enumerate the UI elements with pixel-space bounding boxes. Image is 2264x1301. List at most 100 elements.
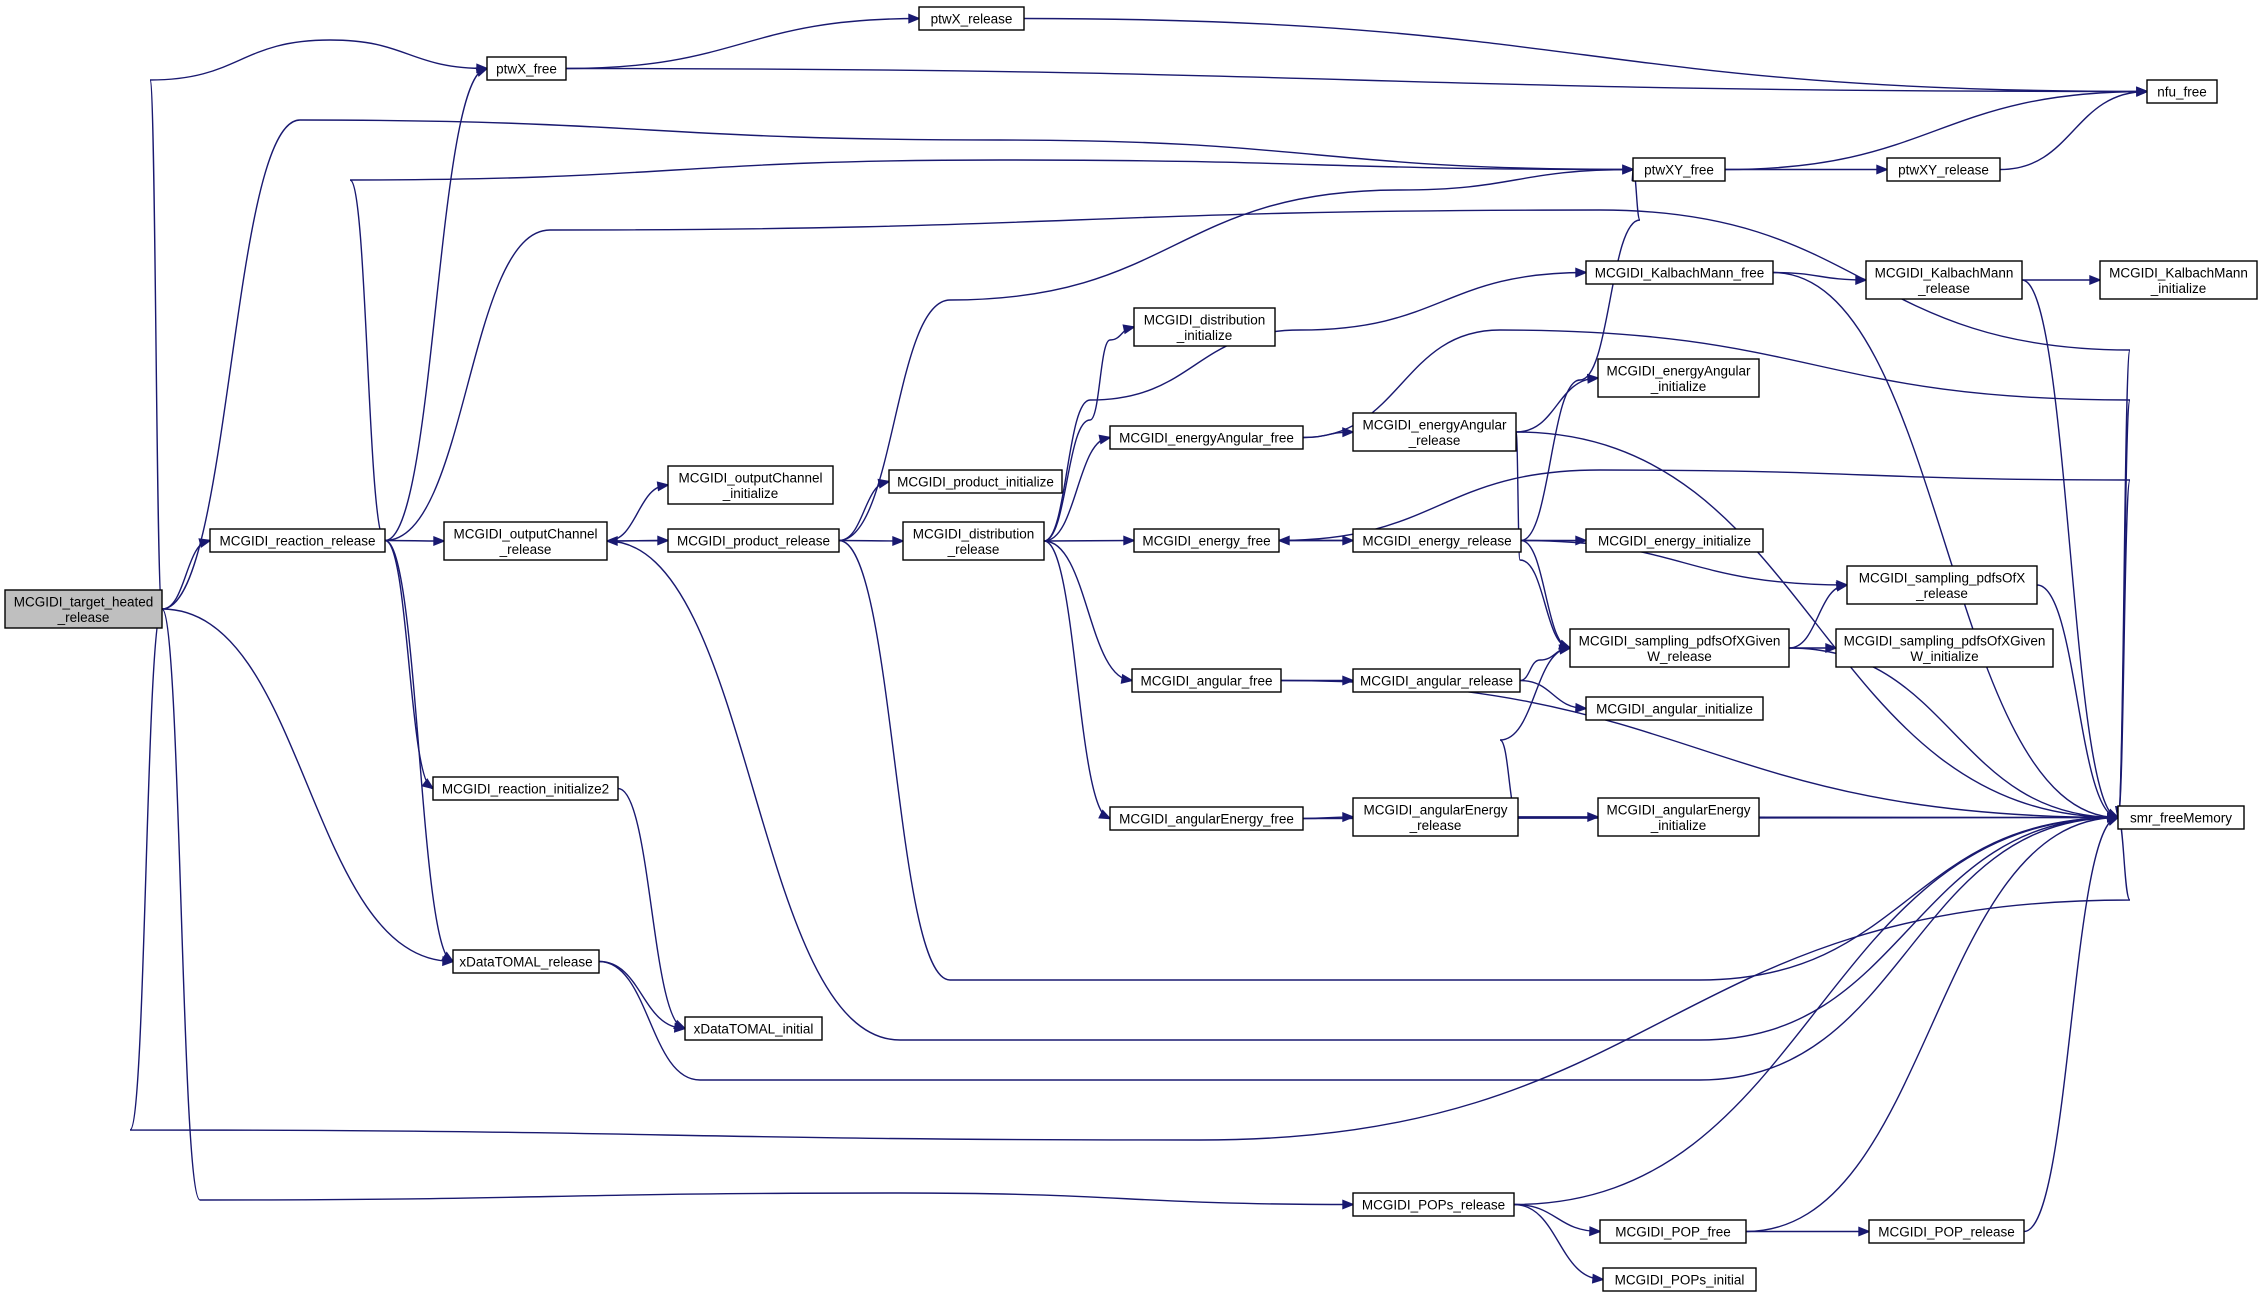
node-aef[interactable]: MCGIDI_angularEnergy_free bbox=[1109, 806, 1304, 831]
node-xti[interactable]: xDataTOMAL_initial bbox=[684, 1016, 823, 1041]
node-rr[interactable]: MCGIDI_reaction_release bbox=[209, 528, 386, 553]
arrowhead bbox=[1098, 809, 1112, 820]
node-root[interactable]: MCGIDI_target_heated_release bbox=[4, 589, 163, 629]
node-aer[interactable]: MCGIDI_angularEnergy_release bbox=[1352, 797, 1519, 837]
edge-pr-to-pi bbox=[838, 478, 891, 542]
arrowhead bbox=[1586, 373, 1600, 384]
node-label: MCGIDI_angularEnergy bbox=[1606, 802, 1750, 817]
edge-line bbox=[384, 539, 434, 790]
node-label: MCGIDI_energy_initialize bbox=[1598, 534, 1751, 549]
edge-xtr-to-xti bbox=[598, 960, 687, 1033]
node-eaf[interactable]: MCGIDI_energyAngular_free bbox=[1109, 425, 1304, 450]
node-label: MCGIDI_energyAngular_free bbox=[1119, 431, 1294, 446]
node-af[interactable]: MCGIDI_angular_free bbox=[1131, 668, 1282, 693]
node-er[interactable]: MCGIDI_energy_release bbox=[1352, 528, 1522, 553]
edge-root-to-popsr bbox=[161, 608, 1355, 1210]
edge-kmf-to-kmr bbox=[1772, 271, 1868, 285]
edge-line bbox=[1772, 271, 2119, 819]
node-nfu[interactable]: nfu_free bbox=[2146, 79, 2218, 104]
edge-line bbox=[1513, 816, 2119, 1206]
node-label: MCGIDI_product_initialize bbox=[897, 475, 1054, 490]
node-dr[interactable]: MCGIDI_distribution_release bbox=[902, 521, 1045, 561]
node-box bbox=[888, 469, 1063, 494]
node-label: _initialize bbox=[1176, 328, 1233, 343]
node-popr[interactable]: MCGIDI_POP_release bbox=[1868, 1219, 2025, 1244]
edge-popsr-to-popsi bbox=[1513, 1203, 1605, 1284]
node-label: MCGIDI_angularEnergy_free bbox=[1119, 812, 1294, 827]
node-label: MCGIDI_angular_initialize bbox=[1596, 702, 1753, 717]
node-box bbox=[667, 465, 834, 505]
node-ptwxf[interactable]: ptwX_free bbox=[486, 56, 567, 81]
node-oci[interactable]: MCGIDI_outputChannel_initialize bbox=[667, 465, 834, 505]
node-ai[interactable]: MCGIDI_angular_initialize bbox=[1585, 696, 1764, 721]
node-label: MCGIDI_energy_release bbox=[1362, 534, 1511, 549]
node-ei[interactable]: MCGIDI_energy_initialize bbox=[1585, 528, 1764, 553]
edge-line bbox=[129, 608, 2131, 1141]
edge-dr-to-kmf bbox=[1043, 267, 1588, 542]
node-aei[interactable]: MCGIDI_angularEnergy_initialize bbox=[1597, 797, 1760, 837]
node-label: MCGIDI_POPs_initial bbox=[1615, 1273, 1745, 1288]
edge-line bbox=[2021, 279, 2119, 819]
node-box bbox=[1865, 260, 2023, 300]
arrowhead bbox=[1876, 164, 1889, 175]
node-di[interactable]: MCGIDI_distribution_initialize bbox=[1133, 307, 1276, 347]
node-label: MCGIDI_sampling_pdfsOfXGiven bbox=[1844, 633, 2046, 648]
node-label: ptwXY_free bbox=[1644, 163, 1714, 178]
node-label: MCGIDI_KalbachMann_free bbox=[1595, 266, 1765, 281]
node-box bbox=[1599, 1219, 1747, 1244]
edge-ptwxyf-to-nfu bbox=[1724, 86, 2149, 171]
node-kmi[interactable]: MCGIDI_KalbachMann_initialize bbox=[2099, 260, 2258, 300]
node-box bbox=[1109, 806, 1304, 831]
edge-root-to-rr bbox=[161, 538, 212, 610]
edge-line bbox=[1513, 1203, 1604, 1281]
edge-spxwr-to-smr bbox=[1788, 647, 2120, 823]
node-label: _initialize bbox=[722, 486, 779, 501]
node-ar[interactable]: MCGIDI_angular_release bbox=[1352, 668, 1521, 693]
node-eai[interactable]: MCGIDI_energyAngular_initialize bbox=[1597, 358, 1760, 398]
node-pr[interactable]: MCGIDI_product_release bbox=[667, 528, 840, 553]
node-spxr[interactable]: MCGIDI_sampling_pdfsOfX_release bbox=[1846, 565, 2038, 605]
edge-pr-to-ocr bbox=[605, 535, 669, 547]
node-label: ptwXY_release bbox=[1898, 163, 1989, 178]
node-smr[interactable]: smr_freeMemory bbox=[2117, 805, 2245, 830]
node-box bbox=[902, 521, 1045, 561]
edge-ptwxf-to-nfu bbox=[565, 67, 2149, 97]
node-kmr[interactable]: MCGIDI_KalbachMann_release bbox=[1865, 260, 2023, 300]
node-label: _release bbox=[1408, 433, 1461, 448]
edge-ptwxyr-to-nfu bbox=[1999, 86, 2149, 171]
node-ri2[interactable]: MCGIDI_reaction_initialize2 bbox=[432, 776, 619, 801]
edge-line bbox=[2036, 584, 2119, 819]
node-ptwxyf[interactable]: ptwXY_free bbox=[1632, 157, 1726, 182]
node-ptwxr[interactable]: ptwX_release bbox=[918, 6, 1025, 31]
node-label: MCGIDI_energyAngular bbox=[1606, 363, 1751, 378]
node-label: MCGIDI_energyAngular bbox=[1362, 417, 1507, 432]
edge-kmr-to-kmi bbox=[2022, 274, 2102, 286]
node-ef[interactable]: MCGIDI_energy_free bbox=[1133, 528, 1280, 553]
edge-line bbox=[161, 539, 211, 610]
node-popsi[interactable]: MCGIDI_POPs_initial bbox=[1602, 1267, 1757, 1292]
node-label: MCGIDI_outputChannel bbox=[678, 470, 822, 485]
arrowhead bbox=[656, 481, 670, 492]
edge-line bbox=[1513, 1203, 1601, 1233]
arrowhead bbox=[1277, 535, 1290, 546]
edge-ptwxr-to-nfu bbox=[1023, 17, 2149, 97]
node-label: MCGIDI_POPs_release bbox=[1362, 1198, 1505, 1213]
node-pi[interactable]: MCGIDI_product_initialize bbox=[888, 469, 1063, 494]
node-ptwxyr[interactable]: ptwXY_release bbox=[1886, 157, 2001, 182]
node-label: _release bbox=[57, 610, 110, 625]
node-popf[interactable]: MCGIDI_POP_free bbox=[1599, 1219, 1747, 1244]
edge-rr-to-xtr bbox=[384, 539, 455, 963]
edge-line bbox=[598, 816, 2119, 1081]
edge-line bbox=[617, 787, 686, 1030]
arrowhead bbox=[1858, 1226, 1871, 1237]
node-popsr[interactable]: MCGIDI_POPs_release bbox=[1352, 1192, 1515, 1217]
node-ocr[interactable]: MCGIDI_outputChannel_release bbox=[443, 521, 608, 561]
node-xtr[interactable]: xDataTOMAL_release bbox=[452, 949, 600, 974]
node-box bbox=[432, 776, 619, 801]
node-kmf[interactable]: MCGIDI_KalbachMann_free bbox=[1585, 260, 1774, 285]
node-ear[interactable]: MCGIDI_energyAngular_release bbox=[1352, 412, 1517, 452]
node-box bbox=[667, 528, 840, 553]
edge-line bbox=[1043, 539, 1135, 542]
